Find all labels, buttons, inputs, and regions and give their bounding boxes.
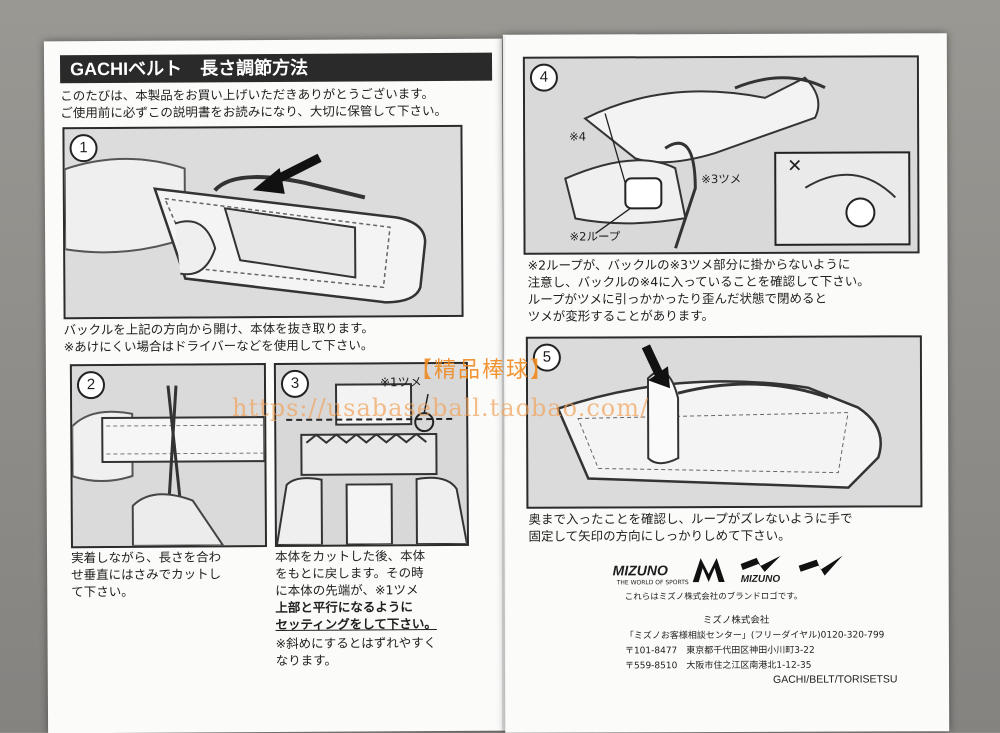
runbird-logo-icon xyxy=(798,555,843,576)
step4-line-1: ※2ループが、バックルの※3ツメ部分に掛からないように xyxy=(527,256,851,273)
step5-illustration: 5 xyxy=(525,335,923,509)
step3-note-2: なります。 xyxy=(275,652,337,669)
brand-note: これらはミズノ株式会社のブランドロゴです。 xyxy=(624,591,803,603)
step3-line-2: をもとに戻します。その時 xyxy=(275,565,424,582)
company-name: ミズノ株式会社 xyxy=(702,614,770,627)
step2-illustration: 2 xyxy=(69,363,267,549)
shop-watermark: 【精品棒球】 xyxy=(410,358,555,383)
step4-illustration: 4 ※4 ※3ツメ ※2ループ ✕ xyxy=(522,55,920,255)
contact-line-1: 「ミズノお客様相談センター」(フリーダイヤル)0120-320-799 xyxy=(624,630,885,642)
instruction-page-right: 4 ※4 ※3ツメ ※2ループ ✕ ※2ループが、バックルの※3ツメ部分に掛から… xyxy=(502,33,950,733)
step3-bold-line-1: 上部と平行になるように xyxy=(275,599,413,616)
belt-tip-alignment-drawing xyxy=(275,363,469,546)
step3-line-3: に本体の先端が、※1ツメ xyxy=(275,582,419,599)
scissors-cut-drawing xyxy=(71,365,266,547)
step5-line-2: 固定して矢印の方向にしっかりしめて下さい。 xyxy=(528,527,791,544)
mizuno-m-logo-icon xyxy=(692,558,725,583)
label-4: ※4 xyxy=(569,129,587,144)
title-jp: ベルト 長さ調節方法 xyxy=(127,57,309,79)
url-watermark: https://usabaseball.taobao.com/ xyxy=(232,394,650,422)
step2-line-1: 実着しながら、長さを合わ xyxy=(70,549,222,566)
step5-line-1: 奥まで入ったことを確認し、ループがズレないように手で xyxy=(528,510,853,527)
step4-line-2: 注意し、バックルの※4に入っていることを確認して下さい。 xyxy=(527,273,870,290)
contact-line-2: 〒101-8477 東京都千代田区神田小川町3-22 xyxy=(624,645,815,657)
buckle-open-drawing xyxy=(63,126,462,318)
step1-illustration: 1 xyxy=(62,124,464,320)
buckle-close-drawing xyxy=(527,337,921,507)
wrong-mark-icon: ✕ xyxy=(787,155,803,177)
step-number: 4 xyxy=(529,63,558,92)
intro-line-2: ご使用前に必ずこの説明書をお読みになり、大切に保管して下さい。 xyxy=(60,102,448,121)
step4-line-4: ツメが変形することがあります。 xyxy=(527,308,715,324)
arrow-icon xyxy=(252,167,285,194)
buckle-loop-drawing xyxy=(524,57,918,253)
step1-line-1: バックルを上記の方向から開け、本体を抜き取ります。 xyxy=(63,320,374,338)
step3-illustration: 3 ※1ツメ xyxy=(273,361,469,548)
step3-bold-line-2: セッティングをして下さい。 xyxy=(275,616,437,633)
step2-line-3: て下さい。 xyxy=(71,583,134,600)
page-title: GACHIベルト 長さ調節方法 xyxy=(59,52,493,84)
mizuno-runbird-logo-icon xyxy=(740,555,781,572)
label-2-loop: ※2ループ xyxy=(569,229,621,244)
document-code: GACHI/BELT/TORISETSU xyxy=(773,673,898,686)
mizuno-tagline: THE WORLD OF SPORTS xyxy=(616,579,689,587)
page-fold xyxy=(502,36,506,732)
instruction-page-left: GACHIベルト 長さ調節方法 このたびは、本製品をお買い上げいただきありがとう… xyxy=(43,38,507,733)
step-number: 2 xyxy=(76,371,106,400)
mizuno-small-logo: MIZUNO xyxy=(740,573,781,585)
label-3-claw: ※3ツメ xyxy=(701,171,742,187)
mizuno-wordmark-logo: MIZUNO xyxy=(612,562,668,579)
contact-line-3: 〒559-8510 大阪市住之江区南港北1-12-35 xyxy=(624,660,812,672)
arrow-icon xyxy=(647,366,671,389)
step1-line-2: ※あけにくい場合はドライバーなどを使用して下さい。 xyxy=(63,337,374,355)
step3-note-1: ※斜めにするとはずれやすく xyxy=(275,635,437,652)
title-latin: GACHI xyxy=(70,58,129,80)
step-number: 1 xyxy=(69,134,98,163)
step4-line-3: ループがツメに引っかかったり歪んだ状態で閉めると xyxy=(527,290,827,307)
step2-line-2: せ垂直にはさみでカットし xyxy=(71,566,222,583)
step3-line-1: 本体をカットした後、本体 xyxy=(274,548,426,565)
